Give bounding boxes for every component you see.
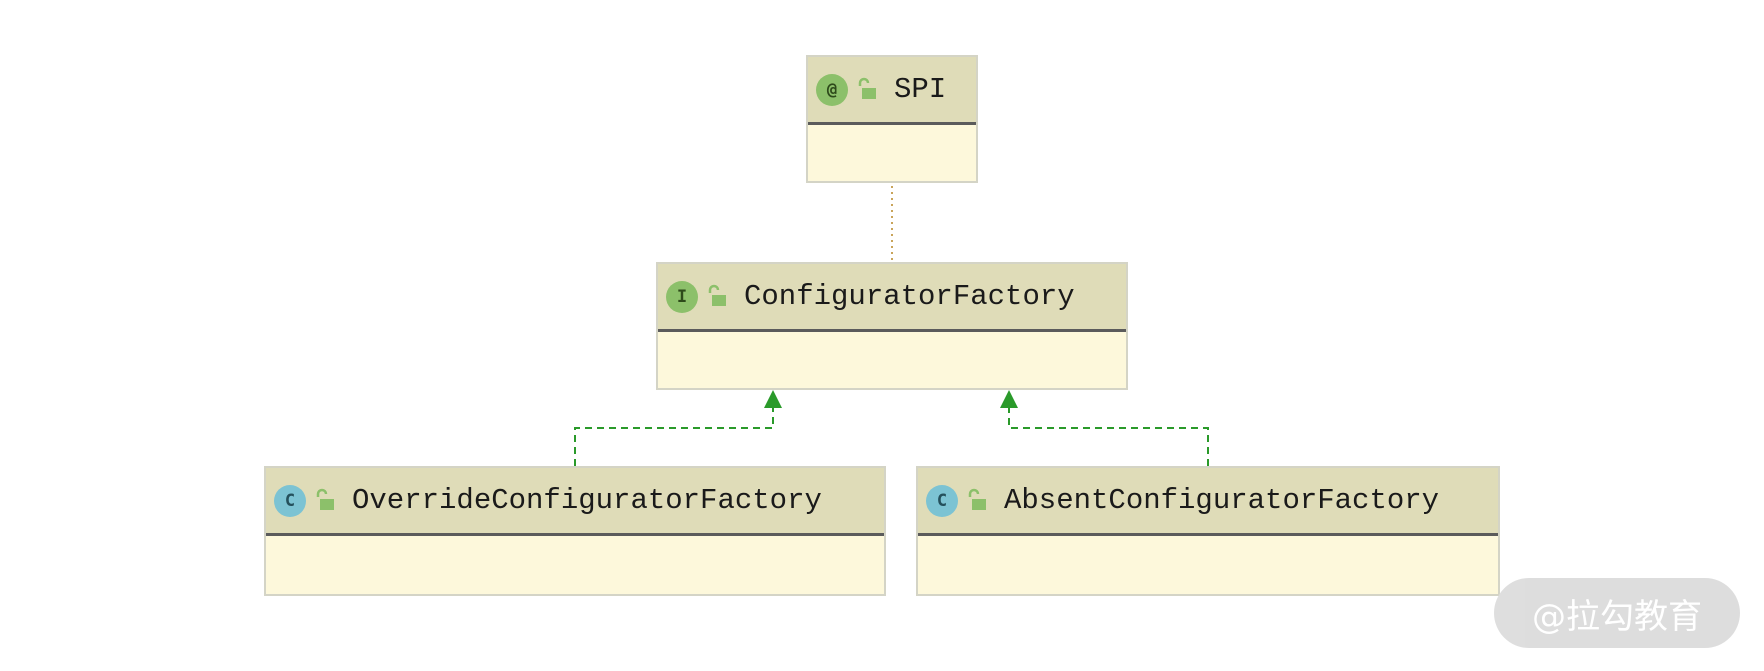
class-icon: C bbox=[926, 484, 958, 517]
watermark: @拉勾教育 bbox=[1494, 578, 1740, 648]
unlock-icon bbox=[968, 488, 986, 510]
implements-link-override bbox=[574, 404, 774, 466]
uml-node-header: C OverrideConfiguratorFactory bbox=[266, 468, 884, 536]
unlock-icon bbox=[708, 284, 726, 306]
unlock-icon bbox=[316, 488, 334, 510]
implements-link-absent bbox=[1008, 404, 1209, 466]
uml-node-configurator-factory[interactable]: I ConfiguratorFactory bbox=[656, 262, 1128, 390]
uml-node-spi[interactable]: @ SPI bbox=[806, 55, 978, 183]
unlock-icon bbox=[858, 77, 876, 99]
node-name: SPI bbox=[894, 73, 947, 106]
implements-arrowhead-absent bbox=[1000, 390, 1018, 408]
uml-node-body bbox=[658, 332, 1126, 387]
interface-icon: I bbox=[666, 280, 698, 313]
uml-node-body bbox=[918, 536, 1498, 593]
uml-node-header: @ SPI bbox=[808, 57, 976, 125]
uml-node-body bbox=[808, 125, 976, 180]
uml-node-header: I ConfiguratorFactory bbox=[658, 264, 1126, 332]
uml-node-override-configurator-factory[interactable]: C OverrideConfiguratorFactory bbox=[264, 466, 886, 596]
annotation-icon: @ bbox=[816, 73, 848, 106]
uml-node-header: C AbsentConfiguratorFactory bbox=[918, 468, 1498, 536]
node-name: ConfiguratorFactory bbox=[744, 280, 1075, 313]
node-name: AbsentConfiguratorFactory bbox=[1004, 484, 1440, 517]
implements-arrowhead-override bbox=[764, 390, 782, 408]
class-icon: C bbox=[274, 484, 306, 517]
uml-node-absent-configurator-factory[interactable]: C AbsentConfiguratorFactory bbox=[916, 466, 1500, 596]
uml-node-body bbox=[266, 536, 884, 593]
node-name: OverrideConfiguratorFactory bbox=[352, 484, 822, 517]
